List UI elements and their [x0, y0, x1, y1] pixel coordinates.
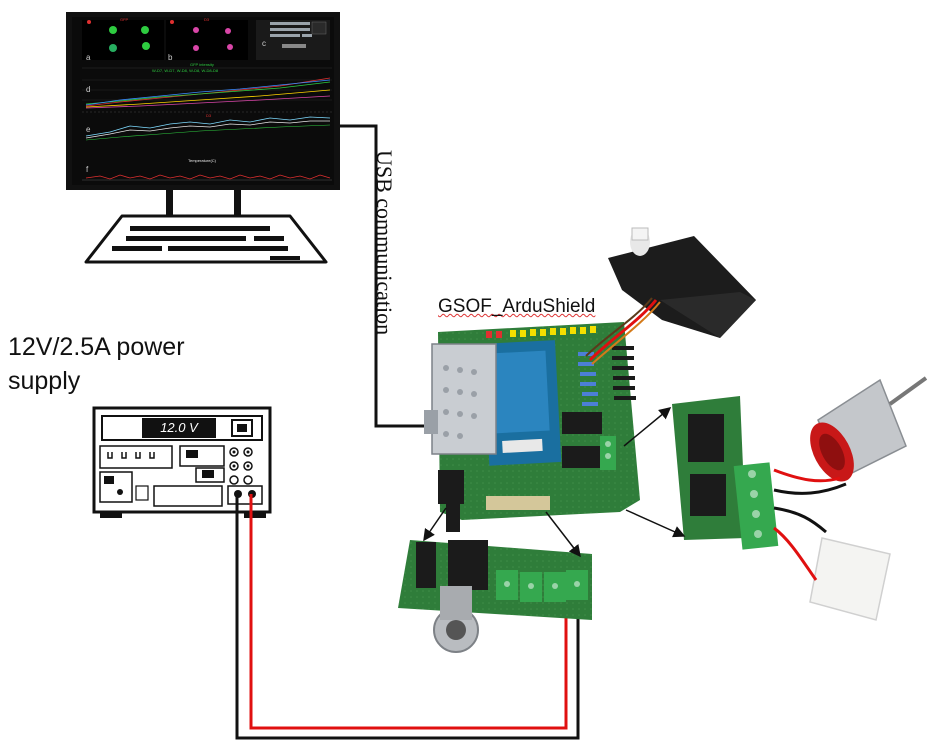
arrow-to-driver-top	[623, 407, 672, 447]
monitor-legend-gfp: W-D7, W-D7, W-D8, W-D8, W-D8-D8	[152, 68, 219, 73]
shield-label: GSOF_ArduShield	[438, 296, 595, 318]
monitor-letter-c: c	[262, 39, 266, 48]
psu-display	[142, 418, 216, 438]
arrow-to-bnc-left	[423, 507, 447, 542]
monitor-chart-d: GFP intensity W-D7, W-D7, W-D8, W-D8, W-…	[82, 62, 332, 109]
monitor-letter-b: b	[168, 53, 173, 62]
usb-label: USB communication	[372, 150, 397, 336]
monitor-letter-a: a	[86, 53, 91, 62]
monitor-icon: GFP a D3 b c GFP intensity	[66, 12, 340, 216]
dc-motor-icon	[773, 376, 928, 495]
arrow-to-driver-bottom	[625, 509, 686, 538]
monitor-chart-f: Temperature(C) f	[82, 158, 332, 181]
connection-arrows	[423, 407, 686, 558]
monitor-letter-e: e	[86, 125, 91, 134]
monitor-chart-e: D3 e	[82, 111, 332, 141]
keyboard-icon	[84, 214, 328, 264]
power-supply-label-line1: 12V/2.5A power	[8, 333, 185, 361]
power-supply-icon	[92, 406, 272, 518]
peltier-icon	[773, 506, 891, 621]
driver-board-icon	[672, 396, 779, 550]
monitor-title-d3: D3	[204, 17, 210, 22]
monitor-title-e: D3	[206, 113, 212, 118]
usb-cable	[340, 124, 424, 428]
shield-label-text: GSOF_ArduShield	[438, 296, 596, 317]
monitor-panel-a: GFP a	[82, 17, 164, 62]
arrow-to-bnc-right	[545, 511, 581, 558]
arduino-shield-icon	[424, 322, 640, 532]
power-supply-label: 12V/2.5A power supply	[8, 330, 268, 398]
power-wire-black	[235, 494, 580, 740]
power-supply-label-line2: supply	[8, 367, 81, 395]
monitor-title-gfp-intensity: GFP intensity	[190, 62, 214, 67]
monitor-title-temperature: Temperature(C)	[188, 158, 217, 163]
monitor-panel-c: c	[256, 20, 330, 60]
psu-display-value: 12.0 V	[160, 420, 198, 435]
monitor-letter-d: d	[86, 85, 90, 94]
servo-icon	[585, 227, 756, 365]
monitor-letter-f: f	[86, 165, 89, 174]
monitor-panel-b: D3 b	[166, 17, 248, 62]
bnc-board-icon	[398, 540, 592, 653]
monitor-title-gfp: GFP	[120, 17, 129, 22]
power-wire-red	[249, 494, 568, 730]
